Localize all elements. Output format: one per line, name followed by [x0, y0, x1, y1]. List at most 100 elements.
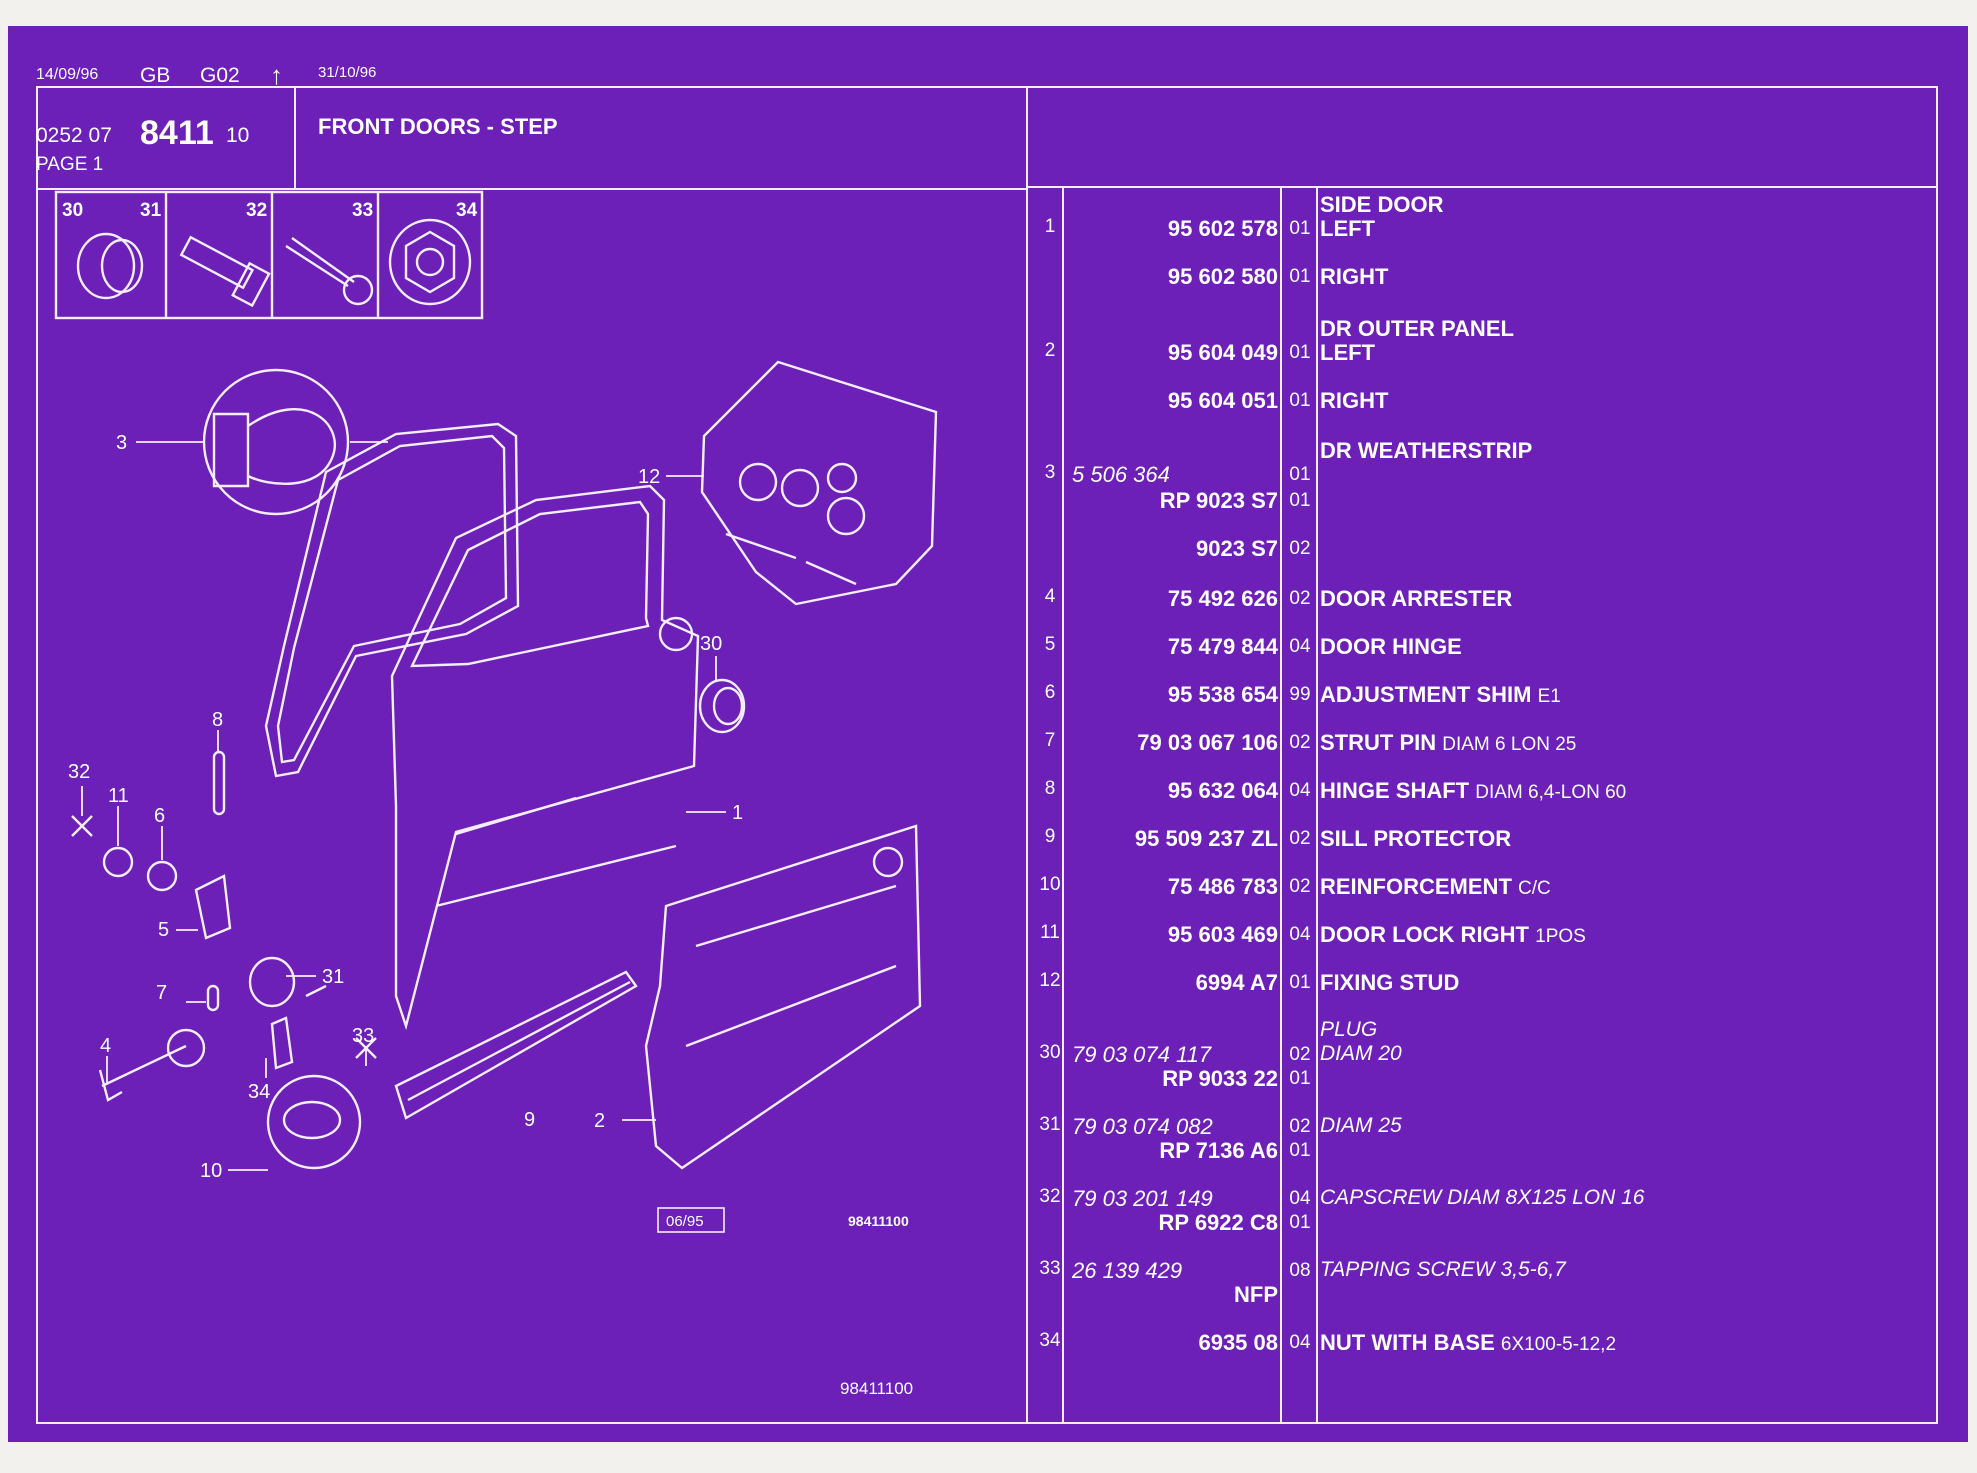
part-qty: 02: [1289, 876, 1311, 897]
part-qty: 01: [1289, 490, 1311, 511]
part-qty: 01: [1289, 1068, 1311, 1089]
small-part-label-33: 33: [352, 200, 373, 221]
part-qty: 04: [1289, 780, 1311, 801]
door-outer-panel: [644, 824, 922, 1170]
part-qty: 01: [1289, 464, 1311, 485]
sheet-frame: [36, 86, 1938, 1424]
part-ref-95602580: 95 602 580: [1167, 264, 1278, 289]
bolt-icon: [179, 235, 271, 308]
part-ref-75492626: 75 492 626: [1167, 586, 1278, 611]
callout-3: 3: [116, 432, 127, 454]
callout-31: 31: [322, 966, 344, 988]
part-no-3: 3: [1044, 462, 1056, 483]
part-ref-75486783: 75 486 783: [1167, 874, 1278, 899]
part-desc: DOOR ARRESTER: [1320, 586, 1513, 611]
part-no-11: 11: [1040, 922, 1060, 943]
col-divider-ref: [1062, 186, 1064, 1424]
part-qty: 02: [1289, 1116, 1311, 1137]
part-no-12: 12: [1039, 970, 1061, 991]
center-divider: [1026, 86, 1028, 1424]
plug-icon: [76, 232, 144, 300]
part-qty: 02: [1289, 732, 1311, 753]
col-divider-desc: [1316, 186, 1318, 1424]
part-desc: NUT WITH BASE 6X100-5-12,2: [1320, 1330, 1617, 1355]
part-desc: HINGE SHAFT DIAM 6,4-LON 60: [1320, 778, 1627, 803]
part-no-7: 7: [1044, 730, 1056, 751]
part-desc: DOOR LOCK RIGHT 1POS: [1320, 922, 1586, 947]
part-qty: 01: [1289, 390, 1311, 411]
callout-6: 6: [154, 805, 165, 827]
part-no-30: 30: [1039, 1042, 1061, 1063]
part-no-1: 1: [1044, 216, 1056, 237]
header-ref-prefix: 0252 07: [36, 124, 112, 147]
part-qty: 02: [1289, 828, 1311, 849]
part-qty: 01: [1289, 218, 1311, 239]
part-qty: 01: [1289, 972, 1311, 993]
callout-7: 7: [156, 982, 167, 1004]
part-desc-side-door: SIDE DOOR: [1320, 192, 1444, 217]
flange-nut-icon: [388, 218, 472, 306]
part-ref-75479844: 75 479 844: [1167, 634, 1278, 659]
small-part-label-34: 34: [456, 200, 478, 221]
callout-34: 34: [248, 1081, 270, 1103]
part-desc: DIAM 20: [1320, 1042, 1402, 1065]
header-title-divider: [294, 86, 296, 188]
header-page: PAGE 1: [36, 154, 104, 175]
part-desc: REINFORCEMENT C/C: [1320, 874, 1551, 899]
small-part-label-32: 32: [246, 200, 267, 221]
callout-30: 30: [700, 633, 722, 655]
part-qty: 02: [1289, 588, 1311, 609]
part-qty: 01: [1289, 1212, 1311, 1233]
part-ref-95603469: 95 603 469: [1167, 922, 1278, 947]
header-code: G02: [200, 64, 240, 87]
callout-5: 5: [158, 919, 169, 941]
hinge-detail: [700, 360, 938, 606]
callout-32: 32: [68, 761, 90, 783]
part-ref-rp903322: RP 9033 22: [1162, 1066, 1278, 1091]
door-shell: [390, 484, 700, 1031]
part-ref-nfp: NFP: [1234, 1282, 1278, 1307]
header-lang: GB: [140, 64, 171, 87]
callout-8: 8: [212, 709, 223, 731]
part-ref-95602578: 95 602 578: [1167, 216, 1278, 241]
header-divider: [36, 188, 1028, 190]
part-ref-5506364: 5 506 364: [1072, 462, 1170, 487]
col-divider-qty: [1280, 186, 1282, 1424]
part-no-32: 32: [1039, 1186, 1061, 1207]
part-no-9: 9: [1044, 826, 1056, 847]
part-ref-9023s7: 9023 S7: [1196, 536, 1278, 561]
part-qty: 08: [1289, 1260, 1311, 1281]
part-desc: ADJUSTMENT SHIM E1: [1320, 682, 1561, 707]
part-desc: RIGHT: [1320, 388, 1389, 413]
part-desc: SILL PROTECTOR: [1320, 826, 1512, 851]
header-date-right: 31/10/96: [318, 64, 377, 81]
weatherstrip-seal: [264, 422, 520, 778]
header-title: FRONT DOORS - STEP: [318, 114, 558, 139]
part-no-2: 2: [1044, 340, 1056, 361]
part-no-6: 6: [1044, 682, 1056, 703]
part-desc: CAPSCREW DIAM 8X125 LON 16: [1320, 1186, 1645, 1209]
weatherstrip-detail: [202, 368, 350, 516]
part-desc: TAPPING SCREW 3,5-6,7: [1320, 1258, 1566, 1281]
part-qty: 01: [1289, 342, 1311, 363]
callout-numbers: 1 2 3 4 5 6 7 8 9 10 11 12 30 31 32 33 3…: [68, 432, 743, 1182]
part-ref-693508: 6935 08: [1198, 1330, 1278, 1355]
part-ref-7903074082: 79 03 074 082: [1072, 1114, 1213, 1139]
part-no-31: 31: [1039, 1114, 1061, 1135]
callout-2: 2: [594, 1110, 605, 1132]
header-ref-suffix: 10: [226, 124, 250, 147]
exploded-drawing: 30 31 32 33 34: [54, 190, 938, 1398]
part-ref-rp9023s7: RP 9023 S7: [1159, 488, 1278, 513]
part-desc: STRUT PIN DIAM 6 LON 25: [1320, 730, 1577, 755]
part-desc: RIGHT: [1320, 264, 1389, 289]
part-desc: LEFT: [1320, 340, 1375, 365]
part-qty: 04: [1289, 636, 1311, 657]
part-qty: 02: [1289, 1044, 1311, 1065]
part-desc: DOOR HINGE: [1320, 634, 1462, 659]
callout-12: 12: [638, 466, 660, 488]
part-ref-95509237zl: 95 509 237 ZL: [1134, 826, 1278, 851]
part-desc-plug: PLUG: [1320, 1018, 1378, 1041]
part-ref-7903074117: 79 03 074 117: [1072, 1042, 1212, 1067]
drawing-number-mid: 98411100: [848, 1213, 909, 1229]
right-header-divider: [1028, 186, 1938, 188]
